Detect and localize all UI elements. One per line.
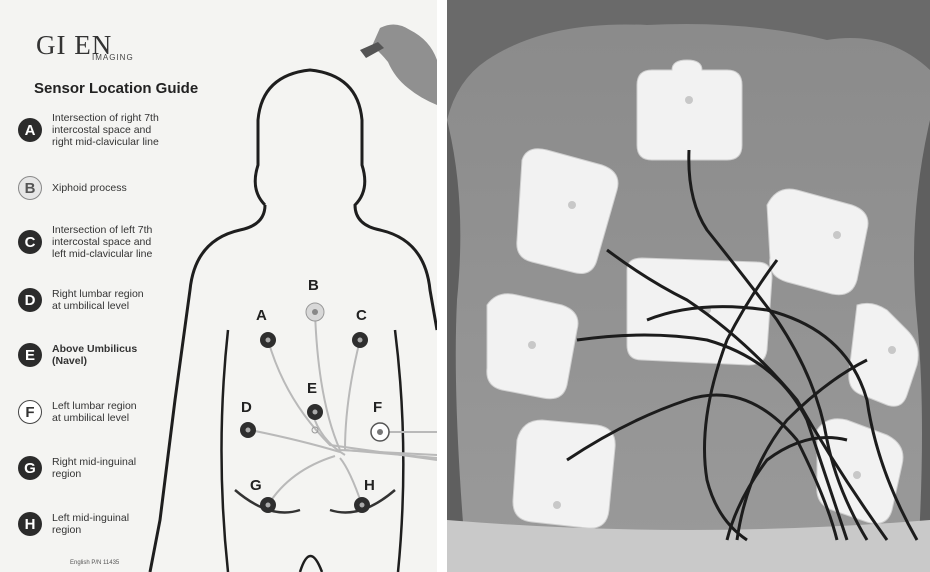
sensor-location-guide: A B C D E F G H GI EN IMAGING Sensor Loc… (0, 0, 437, 572)
legend-badge-f: F (18, 400, 42, 424)
legend-badge-d: D (18, 288, 42, 312)
body-label-h: H (364, 477, 375, 494)
legend-text-d: Right lumbar region at umbilical level (52, 288, 202, 312)
legend-item-a: A Intersection of right 7th intercostal … (18, 112, 202, 148)
sensor-H (354, 497, 370, 513)
sensor-C (352, 332, 368, 348)
legend-text-e: Above Umbilicus (Navel) (52, 343, 202, 367)
legend-text-b: Xiphoid process (52, 182, 202, 194)
legend-badge-h: H (18, 512, 42, 536)
body-label-g: G (250, 477, 262, 494)
legend-text-h: Left mid-inguinal region (52, 512, 202, 536)
legend-badge-c: C (18, 230, 42, 254)
sensor-D (240, 422, 256, 438)
legend-item-h: H Left mid-inguinal region (18, 512, 202, 536)
guide-title: Sensor Location Guide (34, 80, 198, 97)
sensor-photo-drawing (447, 0, 930, 572)
sensor-B (306, 303, 324, 321)
legend-item-b: B Xiphoid process (18, 176, 202, 200)
hand-image (360, 24, 437, 105)
legend-text-c: Intersection of left 7th intercostal spa… (52, 224, 202, 260)
legend-item-c: C Intersection of left 7th intercostal s… (18, 224, 202, 260)
legend-badge-g: G (18, 456, 42, 480)
body-label-e: E (307, 380, 317, 397)
sensor-F (371, 423, 389, 441)
legend-text-g: Right mid-inguinal region (52, 456, 202, 480)
body-label-d: D (241, 399, 252, 416)
sensor-E (307, 404, 323, 420)
legend-text-f: Left lumbar region at umbilical level (52, 400, 202, 424)
body-label-a: A (256, 307, 267, 324)
legend-item-d: D Right lumbar region at umbilical level (18, 288, 202, 312)
legend-item-e: E Above Umbilicus (Navel) (18, 343, 202, 367)
company-logo-sub: IMAGING (92, 53, 134, 62)
legend-item-g: G Right mid-inguinal region (18, 456, 202, 480)
sensor-G (260, 497, 276, 513)
legend-badge-e: E (18, 343, 42, 367)
legend-badge-b: B (18, 176, 42, 200)
sensor-A (260, 332, 276, 348)
body-label-c: C (356, 307, 367, 324)
legend-badge-a: A (18, 118, 42, 142)
sensor-wires (250, 312, 437, 505)
body-label-f: F (373, 399, 382, 416)
part-number: English P/N 11435 (70, 560, 119, 566)
body-label-b: B (308, 277, 319, 294)
legend-item-f: F Left lumbar region at umbilical level (18, 400, 202, 424)
legend-text-a: Intersection of right 7th intercostal sp… (52, 112, 202, 148)
sensor-photo (447, 0, 930, 572)
